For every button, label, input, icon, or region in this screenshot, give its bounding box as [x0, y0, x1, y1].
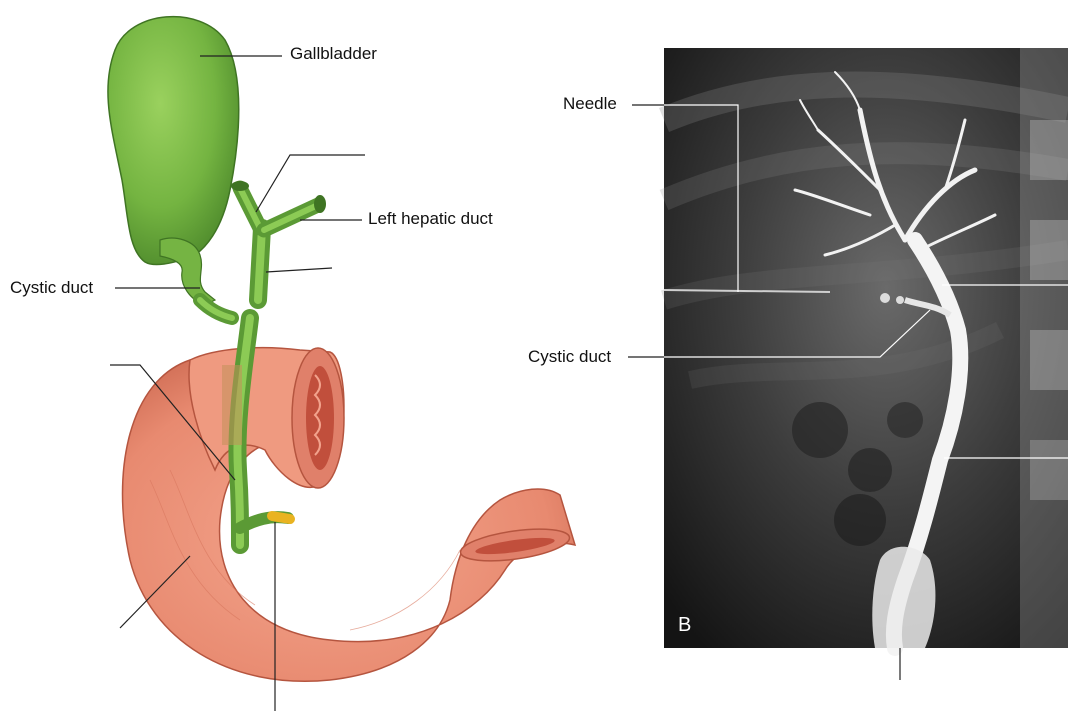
panel-letter: B — [678, 614, 691, 637]
label-cystic-duct-xray: Cystic duct — [528, 347, 611, 367]
duodenum — [123, 348, 576, 682]
cholangiogram-image — [664, 48, 1068, 648]
label-cystic-duct-illustration: Cystic duct — [10, 278, 93, 298]
gallbladder — [108, 17, 239, 305]
label-left-hepatic-duct: Left hepatic duct — [368, 209, 493, 229]
label-gallbladder: Gallbladder — [290, 44, 377, 64]
label-needle: Needle — [563, 94, 617, 114]
